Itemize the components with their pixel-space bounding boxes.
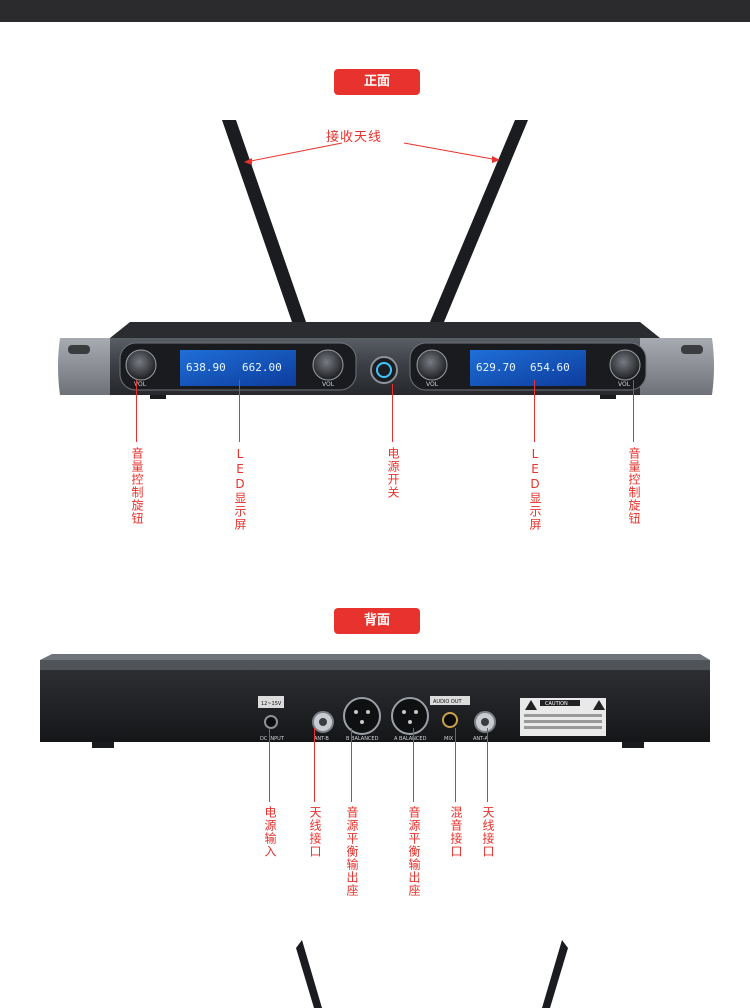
volume-knob-3 [416, 349, 448, 381]
callout-dc-input: 电源输入 [263, 806, 277, 858]
display-1-channel-a: 638.90 [186, 361, 226, 374]
callout-volume-knob-right: 音量控制旋钮 [627, 447, 641, 525]
bottom-antenna-tips [296, 940, 568, 1008]
front-title-badge: 正面 [334, 69, 420, 95]
callout-power-switch: 电源开关 [386, 447, 400, 499]
display-2-channel-a: 629.70 [476, 361, 516, 374]
volume-knob-4 [609, 349, 641, 381]
panel-label-mix: MIX [444, 736, 454, 742]
antenna-callout: 接收天线 [326, 130, 383, 145]
display-2-channel-b: 654.60 [530, 361, 570, 374]
callout-mix: 混音接口 [449, 806, 463, 858]
vol-label-1: VOL [134, 381, 147, 388]
led-display-1 [180, 350, 296, 386]
led-display-2 [470, 350, 586, 386]
panel-label-dc: DC INPUT [260, 736, 285, 742]
vol-label-3: VOL [426, 381, 439, 388]
dc-input-jack [264, 715, 278, 729]
xlr-balanced-2 [391, 697, 429, 735]
panel-label-caution: CAUTION [545, 701, 568, 707]
display-1-channel-b: 662.00 [242, 361, 282, 374]
volume-knob-2 [312, 349, 344, 381]
volume-knob-1 [125, 349, 157, 381]
vol-label-4: VOL [618, 381, 631, 388]
callout-led-display-left: LED显示屏 [233, 447, 247, 531]
power-button [370, 356, 398, 384]
callout-ant-b: 天线接口 [308, 806, 322, 858]
panel-label-bal1: B BALANCED [346, 736, 379, 742]
panel-label-antb: ANT-B [314, 736, 329, 742]
callout-balanced-output-1: 音源平衡输出座 [345, 806, 359, 897]
top-bar [0, 0, 750, 22]
back-panel-illustration: DC INPUT ANT-B B BALANCED A BALANCED AUD… [40, 654, 710, 748]
callout-balanced-output-2: 音源平衡输出座 [407, 806, 421, 897]
panel-label-voltage: 12~15V [261, 701, 282, 707]
panel-label-audio-out: AUDIO OUT [433, 699, 463, 705]
panel-label-bal2: A BALANCED [394, 736, 427, 742]
callout-led-display-right: LED显示屏 [528, 447, 542, 531]
callout-ant-a: 天线接口 [481, 806, 495, 858]
back-title-badge: 背面 [334, 608, 420, 634]
vol-label-2: VOL [322, 381, 335, 388]
antenna-left [222, 120, 306, 322]
panel-label-anta: ANT-A [473, 736, 488, 742]
rack-ear-right [640, 338, 714, 395]
xlr-balanced-1 [343, 697, 381, 735]
mix-jack [442, 712, 458, 728]
antenna-right [430, 120, 528, 322]
callout-volume-knob-left: 音量控制旋钮 [130, 447, 144, 525]
front-panel-illustration: 638.90 662.00 629.70 654.60 VOL VOL VOL … [58, 120, 714, 399]
